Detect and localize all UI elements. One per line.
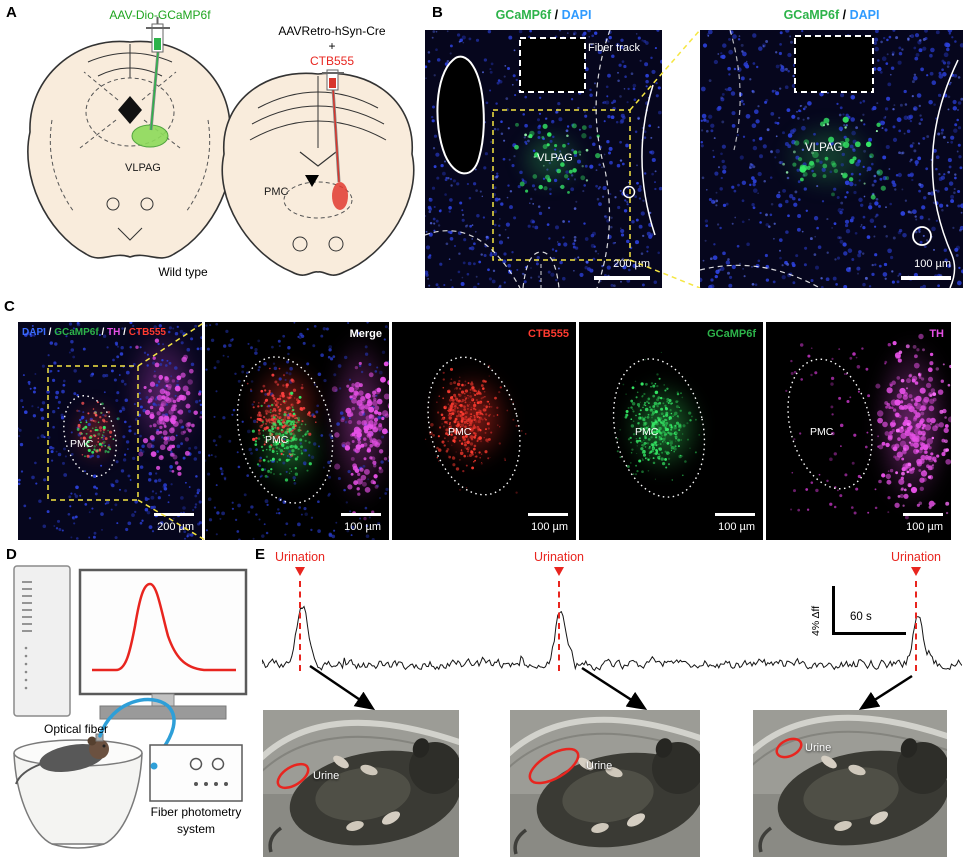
header-separator: / [839, 8, 849, 22]
panel-d-label: D [6, 546, 17, 563]
panel-a-label: A [6, 4, 17, 21]
urination-label-3: Urination [871, 550, 961, 564]
micrograph-pmc-composite: DAPI / GCaMP6f / TH / CTB555 PMC 200 µm [18, 322, 202, 540]
merge-title: Merge [350, 328, 382, 340]
ctb-title: CTB555 [528, 328, 569, 340]
micrograph-pmc-merge: Merge PMC 100 µm [205, 322, 389, 540]
micrograph-vlpag-overview: Fiber track VLPAG 200 µm [425, 30, 662, 288]
panel-b-label: B [432, 4, 443, 21]
scale-bar [903, 513, 943, 517]
urination-photo-2: Urine [510, 710, 700, 857]
rat-photo [263, 710, 459, 857]
dapi-header: DAPI [562, 8, 592, 22]
injection-label-retro: AAVRetro-hSyn-Cre [242, 24, 422, 38]
photometry-box [150, 745, 242, 801]
micrograph-pmc-th: TH PMC 100 µm [766, 322, 951, 540]
th-title: TH [929, 328, 944, 340]
urine-label: Urine [805, 742, 831, 754]
urination-arrowhead-2 [554, 567, 564, 576]
pmc-label: PMC [448, 426, 471, 438]
panel-e-label: E [255, 546, 265, 563]
urination-photo-1: Urine [263, 710, 459, 857]
scale-bar [594, 276, 650, 280]
vlpag-label: VLPAG [805, 142, 843, 154]
mouse-line-label: Wild type [118, 265, 248, 279]
event-line-1 [299, 581, 301, 671]
scale-label: 100 µm [344, 521, 381, 533]
scale-label: 100 µm [718, 521, 755, 533]
pmc-label: PMC [70, 438, 93, 450]
scale-label: 200 µm [157, 521, 194, 533]
scale-bar [715, 513, 755, 517]
panel-c-label: C [4, 298, 15, 315]
urine-label: Urine [313, 770, 339, 782]
rat-photo [753, 710, 947, 857]
b-right-header: GCaMP6f / DAPI [700, 8, 963, 22]
injection-label-plus: + [242, 39, 422, 53]
scale-label: 200 µm [613, 258, 650, 270]
photometry-system-label: Fiber photometry system [138, 804, 254, 838]
scale-label: 100 µm [914, 258, 951, 270]
micrograph-pmc-gcamp: GCaMP6f PMC 100 µm [579, 322, 763, 540]
photometry-trace: 60 s 4% Δff [262, 578, 962, 706]
gcamp-header: GCaMP6f [54, 327, 98, 338]
injection-label-ctb: CTB555 [242, 54, 422, 68]
urination-label-1: Urination [255, 550, 345, 564]
scale-bar [901, 276, 951, 280]
scale-bar [154, 513, 194, 517]
urination-photo-3: Urine [753, 710, 947, 857]
dff-scale-bar [832, 586, 835, 632]
coronal-section-vlpag [28, 41, 232, 258]
gcamp-header: GCaMP6f [496, 8, 552, 22]
event-line-2 [558, 581, 560, 671]
scale-label: 100 µm [531, 521, 568, 533]
urine-label: Urine [586, 760, 612, 772]
urination-arrowhead-3 [911, 567, 921, 576]
pmc-injection-site [332, 182, 348, 210]
photometry-system-line1: Fiber photometry [138, 804, 254, 821]
pmc-label: PMC [810, 426, 833, 438]
rat-photo [510, 710, 700, 857]
c1-header: DAPI / GCaMP6f / TH / CTB555 [22, 327, 166, 338]
region-label-pmc: PMC [264, 186, 288, 198]
micrograph-pmc-ctb555: CTB555 PMC 100 µm [392, 322, 576, 540]
ctb-header: CTB555 [129, 327, 166, 338]
event-line-3 [915, 581, 917, 671]
photometry-system-line2: system [138, 821, 254, 838]
gcamp-header: GCaMP6f [784, 8, 840, 22]
time-scale-bar [832, 632, 906, 635]
urination-label-2: Urination [514, 550, 604, 564]
fiber-track-label: Fiber track [588, 42, 640, 54]
region-label-vlpag: VLPAG [125, 162, 161, 174]
scale-bar [341, 513, 381, 517]
computer-tower [14, 566, 70, 716]
dapi-header: DAPI [22, 327, 46, 338]
dff-trace-plot [262, 578, 962, 706]
dff-scale-label: 4% Δff [810, 606, 822, 636]
scale-bar [528, 513, 568, 517]
pmc-label: PMC [265, 434, 288, 446]
micrograph-vlpag-zoom: VLPAG 100 µm [700, 30, 963, 288]
header-separator: / [551, 8, 561, 22]
urination-arrowhead-1 [295, 567, 305, 576]
time-scale-label: 60 s [850, 611, 872, 623]
pmc-label: PMC [635, 426, 658, 438]
gcamp-title: GCaMP6f [707, 328, 756, 340]
coronal-section-pmc [222, 73, 414, 275]
dapi-header: DAPI [850, 8, 880, 22]
optical-fiber-label: Optical fiber [44, 722, 108, 736]
monitor [80, 570, 246, 719]
th-header: TH [107, 327, 120, 338]
b-left-header: GCaMP6f / DAPI [425, 8, 662, 22]
scale-label: 100 µm [906, 521, 943, 533]
vlpag-label: VLPAG [537, 152, 573, 164]
injection-label-gcamp: AAV-Dio-GCaMP6f [75, 8, 245, 22]
